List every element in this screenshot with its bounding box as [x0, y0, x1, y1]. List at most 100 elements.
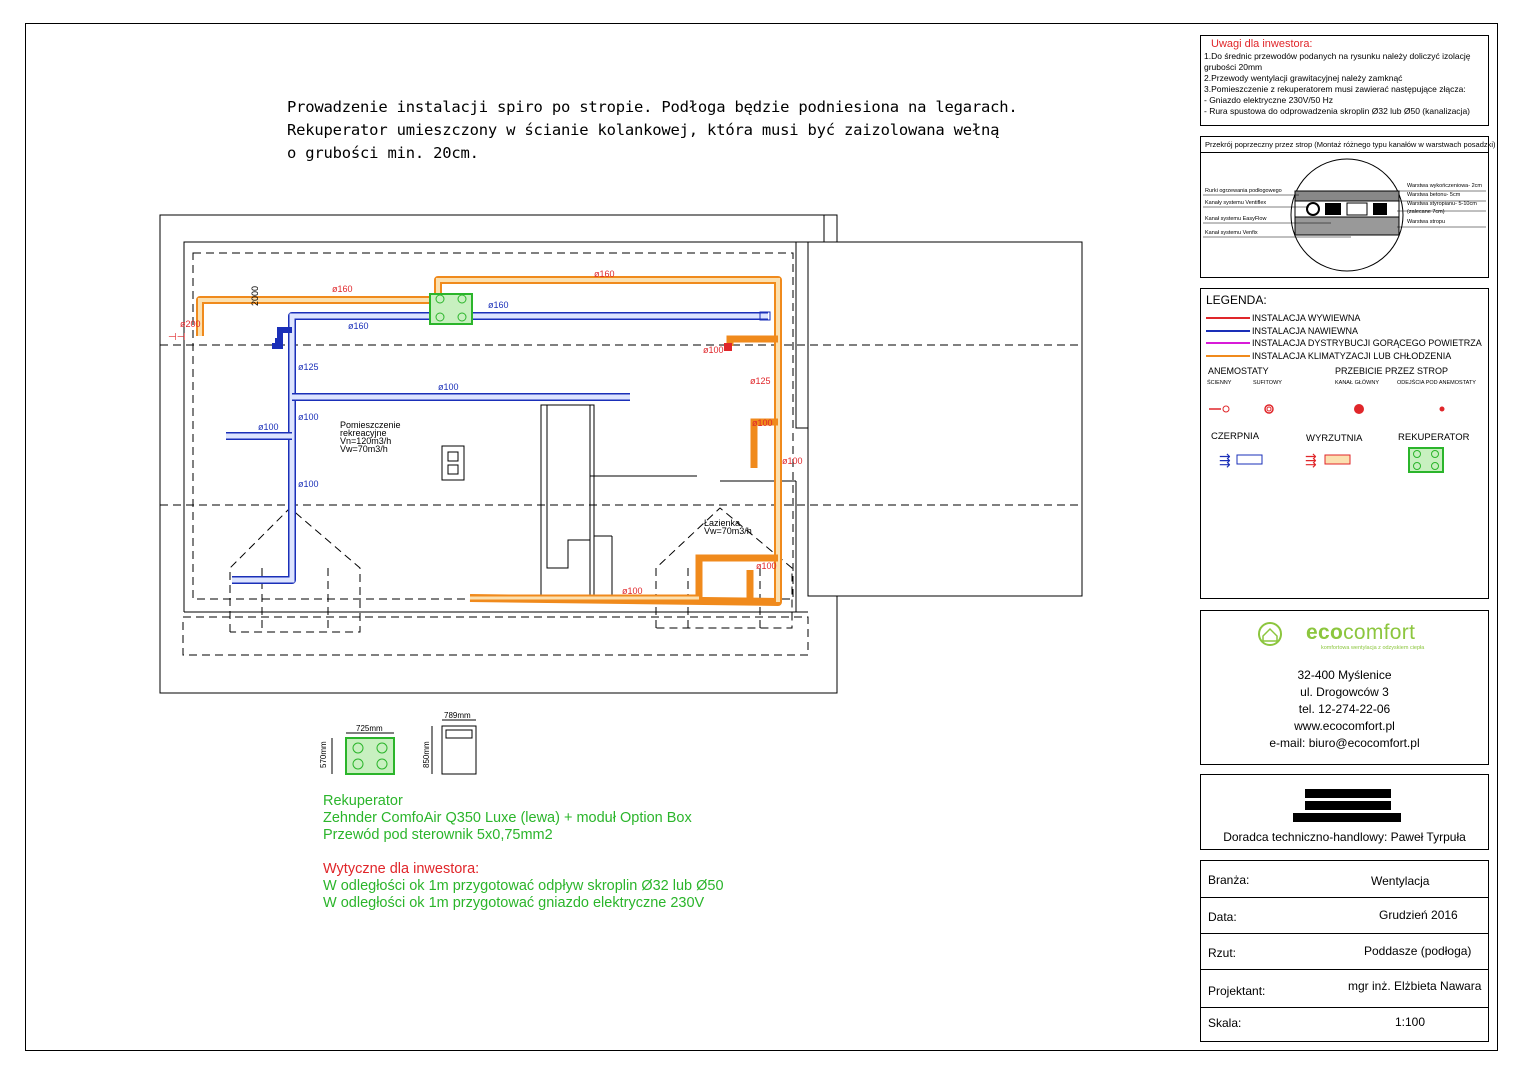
xs-label: Kanał systemu EasyFlow — [1205, 216, 1267, 222]
legend-title: LEGENDA: — [1206, 293, 1267, 307]
label-d100: ø100 — [756, 561, 777, 571]
title-value: 1:100 — [1395, 1015, 1426, 1029]
title-label: Branża: — [1208, 873, 1250, 887]
legend-scienny: ŚCIENNY — [1207, 380, 1232, 386]
redaction-bar — [1305, 789, 1391, 798]
title-label: Data: — [1208, 910, 1237, 924]
xs-label: (zalecane 7cm) — [1407, 209, 1445, 215]
legend-anemostaty: ANEMOSTATY — [1208, 366, 1269, 376]
legend-rekuperator: REKUPERATOR — [1398, 432, 1470, 443]
wytyczne-line: W odległości ok 1m przygotować odpływ sk… — [323, 878, 724, 894]
xs-label: Warstwa betonu- 5cm — [1407, 192, 1461, 198]
xs-label: Warstwa wykończeniowa- 2cm — [1407, 183, 1482, 189]
label-d125: ø125 — [750, 376, 771, 386]
uwagi-line: - Gniazdo elektryczne 230V/50 Hz — [1204, 95, 1333, 105]
title-value: mgr inż. Elżbieta Nawara — [1348, 979, 1482, 993]
label-d160: ø160 — [332, 284, 353, 294]
room1-vn: Vn=120m3/h — [340, 436, 391, 446]
room1-type: rekreacyjne — [340, 428, 387, 438]
label-d100: ø100 — [752, 418, 773, 428]
label-d100: ø100 — [622, 586, 643, 596]
chimney-box — [441, 445, 465, 481]
label-d100: ø100 — [703, 345, 724, 355]
uwagi-line: 2.Przewody wentylacji grawitacyjnej nale… — [1204, 73, 1403, 83]
cross-section-title: Przekrój poprzeczny przez strop (Montaż … — [1205, 140, 1496, 149]
label-d200: ø200 — [180, 319, 201, 329]
address-line: 32-400 Myślenice — [1297, 668, 1392, 682]
address-line: ul. Drogowców 3 — [1300, 685, 1389, 699]
rekuperator-note-line: Zehnder ComfoAir Q350 Luxe (lewa) + modu… — [323, 810, 692, 826]
room1-vw: Vw=70m3/h — [340, 444, 388, 454]
cross-section-drawing — [1203, 158, 1486, 272]
anemostat — [724, 343, 732, 351]
uwagi-line: 3.Pomieszczenie z rekuperatorem musi zaw… — [1204, 84, 1466, 94]
label-d160: ø160 — [488, 300, 509, 310]
title-row: Skala: 1:100 — [1201, 1007, 1488, 1043]
plan-annex — [807, 241, 1083, 597]
dim-725: 725mm — [356, 724, 383, 733]
svg-text:⇶: ⇶ — [1219, 452, 1231, 468]
header-note-line: Prowadzenie instalacji spiro po stropie.… — [287, 98, 1018, 116]
legend-kanal-glowny: KANAŁ GŁÓWNY — [1335, 380, 1380, 386]
dim-2000: 2000 — [250, 286, 260, 306]
legend-label: INSTALACJA NAWIEWNA — [1252, 325, 1359, 336]
legend-swatch — [1206, 317, 1250, 319]
title-row: Projektant: mgr inż. Elżbieta Nawara — [1201, 969, 1488, 1007]
legend-label: INSTALACJA KLIMATYZACJI LUB CHŁODZENIA — [1252, 350, 1452, 361]
room2-name: Łazienka — [704, 518, 740, 528]
address-line: e-mail: biuro@ecocomfort.pl — [1269, 736, 1420, 750]
legend-sufitowy: SUFITOWY — [1253, 380, 1282, 386]
legend-label: INSTALACJA DYSTRYBUCJI GORĄCEGO POWIETRZ… — [1252, 338, 1482, 348]
legend-symbols: ⇶ ⇶ — [1209, 404, 1445, 473]
header-note-line: o grubości min. 20cm. — [287, 144, 479, 162]
logo-comfort: comfort — [1343, 621, 1416, 644]
uwagi-line: grubości 20mm — [1204, 62, 1263, 72]
header-note-line: Rekuperator umieszczony w ścianie kolank… — [287, 121, 1000, 139]
label-d100: ø100 — [438, 382, 459, 392]
recuperator-plan — [429, 293, 473, 325]
legend-czerpnia: CZERPNIA — [1211, 431, 1260, 442]
legend-swatch — [1206, 354, 1250, 357]
uwagi-line: 1.Do średnic przewodów podanych na rysun… — [1204, 51, 1471, 61]
dim-850: 850mm — [422, 741, 431, 768]
logo-house-icon — [1258, 622, 1282, 646]
czerpnia-icon: ⇶ — [1219, 452, 1263, 468]
rekuperator-note-line: Przewód pod sterownik 5x0,75mm2 — [323, 827, 553, 843]
title-block: Branża: Wentylacja Data: Grudzień 2016 R… — [1200, 860, 1489, 1042]
rekuperator-icon — [1408, 447, 1444, 473]
legend-odejscia: ODEJŚCIA POD ANEMOSTATY — [1397, 380, 1476, 386]
company-box: ecocomfort komfortowa wentylacja z odzys… — [1200, 610, 1489, 765]
uwagi-list: 1.Do średnic przewodów podanych na rysun… — [1204, 51, 1470, 117]
legend-wyrzutnia: WYRZUTNIA — [1306, 433, 1363, 444]
wyrzutnia-icon: ⇶ — [1305, 452, 1351, 468]
title-value: Poddasze (podłoga) — [1364, 944, 1472, 958]
title-value: Grudzień 2016 — [1379, 908, 1458, 922]
room1-name: Pomieszczenie — [340, 420, 401, 430]
supply-ducts — [226, 312, 768, 584]
legend-swatch — [1206, 342, 1250, 344]
xs-label: Kanał systemu Venfix — [1205, 230, 1258, 236]
xs-label: Warstwa styropianu- 5-10cm — [1407, 201, 1477, 207]
svg-text:⊣⊣: ⊣⊣ — [168, 332, 185, 343]
redaction-bar — [1305, 801, 1391, 810]
company-tagline: komfortowa wentylacja z odzyskiem ciepła — [1321, 645, 1425, 651]
advisor-name: Doradca techniczno-handlowy: Paweł Tyrpu… — [1223, 830, 1466, 844]
title-label: Rzut: — [1208, 946, 1237, 960]
label-d100: ø100 — [298, 479, 319, 489]
label-d100: ø100 — [298, 412, 319, 422]
rekuperator-note-line: Rekuperator — [323, 793, 403, 809]
floor-plan: ⊣⊣ 2000 ø160 ø160 ø160 ø160 ø200 ø125 ø1… — [159, 214, 1083, 775]
label-d125: ø125 — [298, 362, 319, 372]
label-d160: ø160 — [594, 269, 615, 279]
label-d160: ø160 — [348, 321, 369, 331]
anemostat — [759, 311, 771, 321]
uwagi-title: Uwagi dla inwestora: — [1211, 38, 1313, 50]
title-value: Wentylacja — [1371, 874, 1430, 888]
address-line: www.ecocomfort.pl — [1294, 719, 1395, 733]
unit-side — [441, 725, 477, 775]
logo-eco: eco — [1306, 621, 1344, 644]
rekuperator-note: Rekuperator Zehnder ComfoAir Q350 Luxe (… — [323, 793, 692, 844]
room2-vw: Vw=70m3/h — [704, 526, 752, 536]
dim-570: 570mm — [319, 741, 328, 768]
anemostat — [275, 338, 282, 345]
